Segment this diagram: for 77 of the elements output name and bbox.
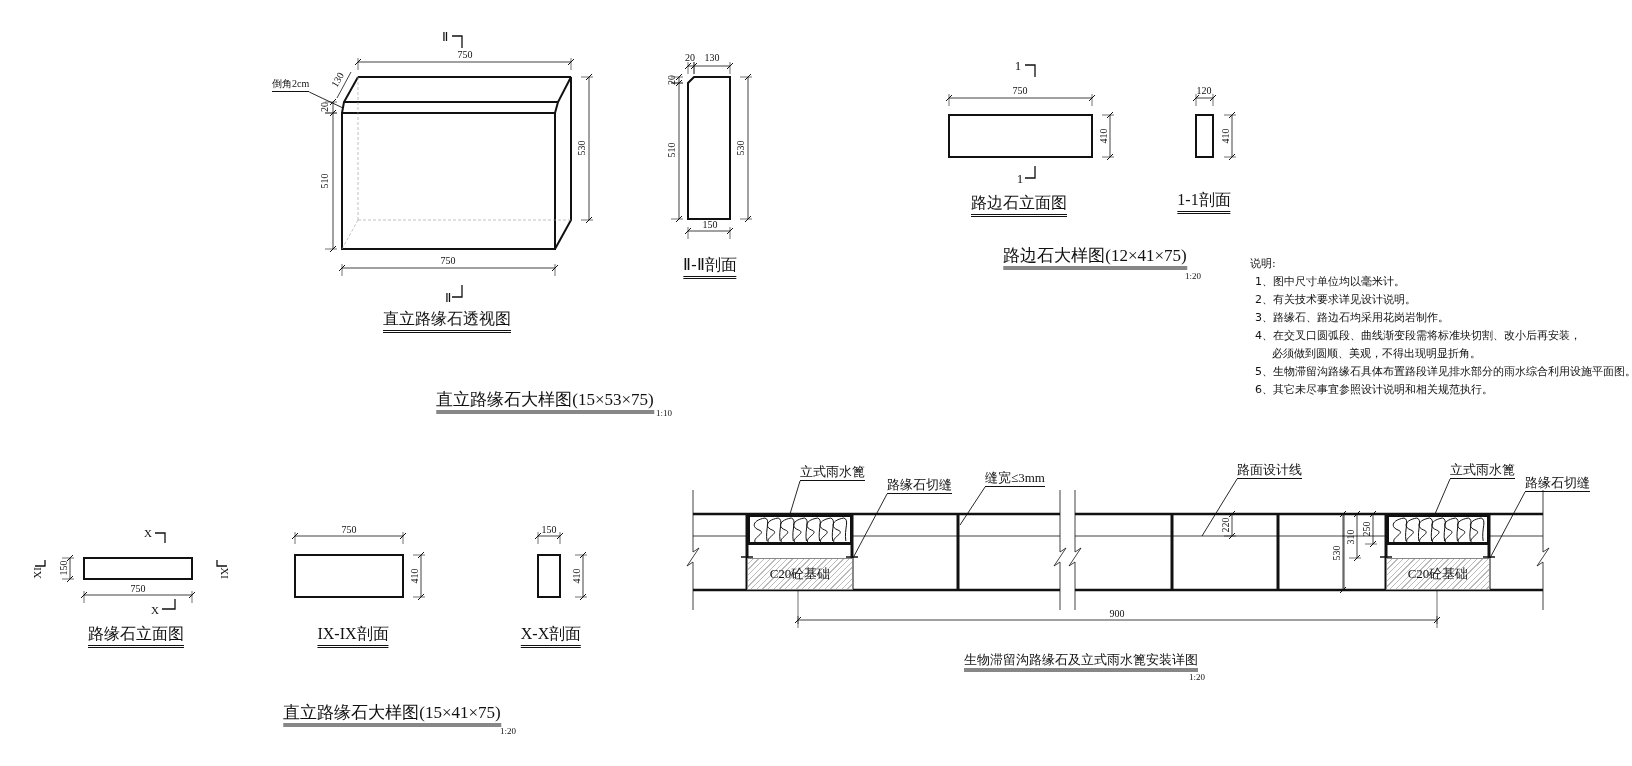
drawing-title: 直立路缘石大样图(15×53×75): [436, 390, 654, 414]
grate-drawing: [747, 514, 853, 545]
dimension-label: 120: [1196, 86, 1212, 96]
dimension-label: 410: [572, 568, 582, 584]
dimension-label: 510: [667, 142, 677, 158]
note-text: 2、有关技术要求详见设计说明。: [1255, 292, 1416, 308]
leader-line: [789, 480, 801, 515]
section-label: X: [151, 604, 159, 616]
dimension-label: 310: [1346, 529, 1356, 545]
callout-label: 路缘石切缝: [887, 478, 952, 494]
drawing-title: 路边石立面图: [971, 195, 1067, 217]
callout-label: 倒角2cm: [272, 79, 310, 92]
note-text: 3、路缘石、路边石均采用花岗岩制作。: [1255, 310, 1449, 326]
dimension-label: 20: [685, 53, 695, 63]
dimension-label: 130: [704, 53, 720, 63]
dimension-label: 750: [130, 584, 146, 594]
note-text: 5、生物滞留沟路缘石具体布置路段详见排水部分的雨水综合利用设施平面图。: [1255, 364, 1632, 380]
dimension-label: 220: [1221, 517, 1231, 533]
dimension-label: 530: [1332, 545, 1342, 561]
section-label: XI: [218, 567, 230, 579]
note-text: 1、图中尺寸单位均以毫米计。: [1255, 274, 1405, 290]
footing-label: C20砼基础: [769, 565, 831, 583]
dimension-label: 150: [59, 560, 69, 576]
concrete-footing: [1386, 558, 1490, 590]
dimension-label: 530: [736, 140, 746, 156]
dimension-label: 750: [341, 525, 357, 535]
scale-label: 1:20: [1185, 271, 1201, 281]
leader-line: [308, 91, 344, 109]
dimension-label: 410: [1099, 128, 1109, 144]
dimension-label: 750: [440, 256, 456, 266]
dimension-label: 150: [541, 525, 557, 535]
dimension-label: 250: [1362, 521, 1372, 537]
dimension-label: 150: [702, 220, 718, 230]
scale-label: 1:20: [1189, 672, 1205, 682]
drawing-title: X-X剖面: [520, 626, 582, 648]
callout-label: 立式雨水篦: [1450, 463, 1515, 479]
note-text: 6、其它未尽事宜参照设计说明和相关规范执行。: [1255, 382, 1493, 398]
drawing-title: 路缘石立面图: [88, 626, 184, 648]
drawing-title: IX-IX剖面: [317, 626, 389, 648]
dimension-label: 900: [1109, 609, 1125, 619]
dimension-label: 750: [1012, 86, 1028, 96]
section-label: 1: [1014, 58, 1022, 72]
section-label: 1: [1016, 171, 1024, 185]
leader-line: [1434, 478, 1451, 515]
dimension-label: 530: [577, 140, 587, 156]
dimension-label: 20: [667, 75, 677, 85]
drawing-title: 1-1剖面: [1177, 192, 1231, 214]
note-text: 4、在交叉口圆弧段、曲线渐变段需将标准块切割、改小后再安装，必须做到圆顺、美观，不得出现明显折角。: [1255, 328, 1582, 362]
callout-label: 路面设计线: [1237, 463, 1302, 479]
dimension-label: 410: [410, 568, 420, 584]
callout-label: 立式雨水篦: [800, 465, 865, 481]
notes-heading: 说明:: [1250, 256, 1276, 272]
drawing-title: 生物滞留沟路缘石及立式雨水篦安装详图: [964, 652, 1198, 672]
section-label: Ⅱ: [445, 290, 451, 304]
scale-label: 1:20: [500, 726, 516, 736]
drawing-title: 直立路缘石透视图: [383, 311, 511, 333]
leader-line: [959, 486, 986, 526]
dimension-label: 20: [320, 102, 330, 112]
leader-line: [852, 493, 888, 559]
dimension-label: 510: [320, 173, 330, 189]
footing-label: C20砼基础: [1407, 565, 1469, 583]
leader-line: [1489, 491, 1526, 559]
callout-label: 缝宽≤3mm: [985, 471, 1045, 487]
section-label: X: [144, 527, 152, 539]
scale-label: 1:10: [656, 408, 672, 418]
dimension-label: 410: [1221, 128, 1231, 144]
callout-label: 路缘石切缝: [1525, 476, 1590, 492]
section-label: XI: [31, 567, 43, 579]
drawing-title: 路边石大样图(12×41×75): [1003, 246, 1187, 270]
dimension-label: 130: [329, 71, 347, 89]
drawing-title: 直立路缘石大样图(15×41×75): [283, 703, 501, 727]
section-label: Ⅱ: [442, 29, 448, 43]
leader-line: [1201, 478, 1238, 537]
drawing-title: Ⅱ-Ⅱ剖面: [683, 257, 737, 279]
grate-drawing: [1386, 514, 1490, 545]
concrete-footing: [747, 558, 853, 590]
dimension-label: 750: [457, 50, 473, 60]
